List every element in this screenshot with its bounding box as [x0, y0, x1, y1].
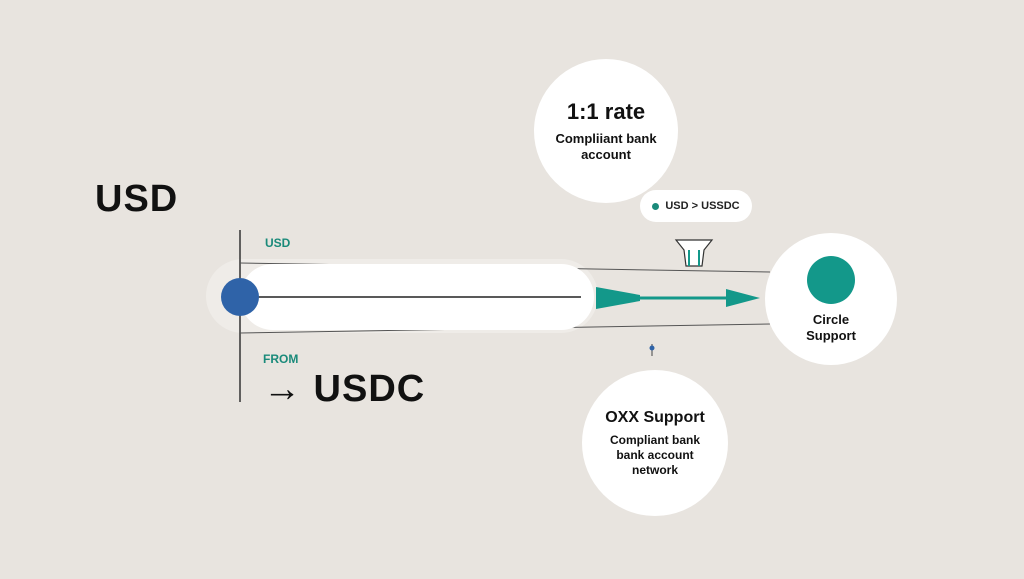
circle-node-line2: Support	[806, 328, 856, 343]
rate-bubble-title: 1:1 rate	[566, 99, 646, 124]
circle-node-icon	[807, 256, 855, 304]
rate-bubble-line2: account	[581, 147, 631, 162]
marker-dot	[649, 345, 655, 351]
oxx-bubble-line3: network	[631, 462, 678, 477]
oxx-bubble-title: OXX Support	[605, 408, 705, 426]
teal-dot-icon	[652, 202, 660, 210]
circle-node-line1: Circle	[812, 312, 850, 327]
target-currency-label: → USDC	[263, 368, 426, 410]
pill-connector	[674, 239, 714, 267]
origin-node	[221, 278, 259, 316]
circle-support-node: Circle Support	[765, 233, 897, 365]
flow-arrow-tail	[596, 287, 640, 309]
oxx-bubble-line2: bank account	[616, 447, 694, 462]
source-currency-label: USD	[95, 178, 179, 220]
oxx-support-bubble: OXX Support Compliant bank bank account …	[582, 370, 728, 516]
from-label: FROM	[263, 352, 299, 366]
conversion-pill-text: USD > USSDC	[665, 200, 740, 212]
rate-bubble: 1:1 rate Compliiant bank account	[534, 59, 678, 203]
rate-bubble-line1: Compliiant bank	[555, 131, 657, 146]
conversion-pill: USD > USSDC	[640, 190, 752, 222]
oxx-bubble-line1: Compliant bank	[609, 432, 700, 447]
usd-small-label: USD	[265, 236, 291, 250]
flow-arrow-head	[726, 289, 760, 307]
